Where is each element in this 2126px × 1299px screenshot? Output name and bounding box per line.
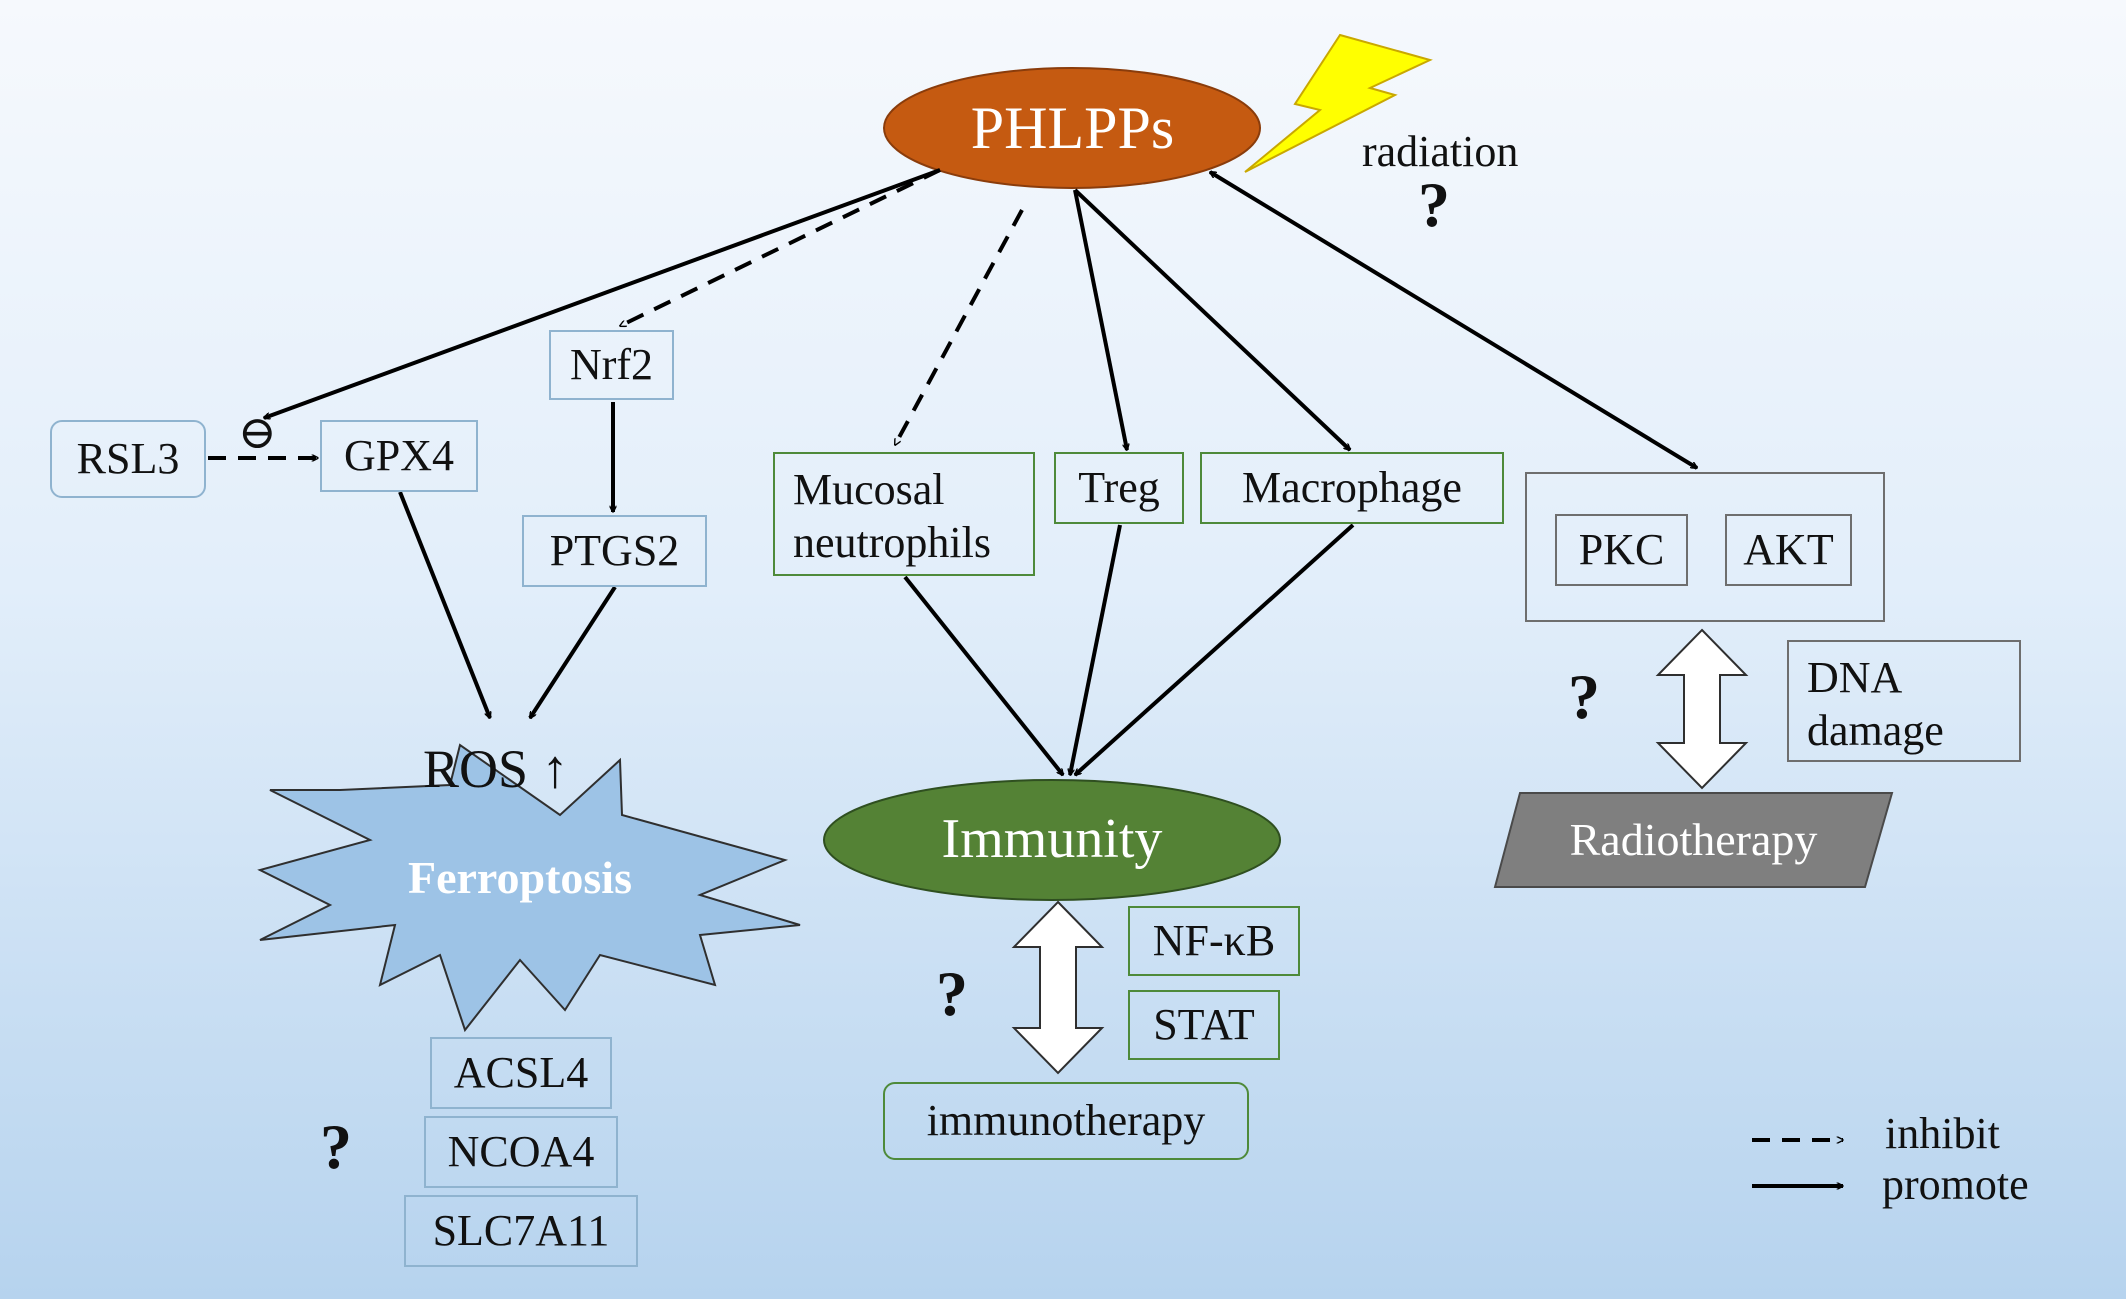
immunotherapy-box: immunotherapy: [883, 1082, 1249, 1160]
ros-label: ROS ↑: [423, 739, 569, 799]
arrow-gpx4-ros: [398, 491, 492, 718]
double-arrow-akt-radiotherapy: [1655, 628, 1749, 790]
question-mark-radiotherapy: ?: [1568, 661, 1600, 732]
arrow-ptgs2-ros: [528, 585, 617, 718]
ferroptosis-label: Ferroptosis: [407, 851, 632, 903]
arrow-phlpps-gpx4: [264, 168, 941, 420]
lightning-bolt-icon: [1244, 33, 1433, 173]
mucosal-neutrophils-line1: Mucosal: [793, 465, 945, 514]
mucosal-neutrophils-line2: neutrophils: [793, 517, 991, 567]
radiotherapy-node: [1493, 792, 1894, 888]
double-arrow-immunity-immunotherapy: [1011, 900, 1105, 1075]
pkc-box: PKC: [1555, 514, 1688, 586]
nrf2-box: Nrf2: [549, 330, 674, 400]
radiation-label: radiation: [1362, 127, 1519, 176]
dna-damage-line1: DNA: [1807, 653, 1903, 702]
rsl3-box: RSL3: [50, 420, 206, 498]
slc7a11-box: SLC7A11: [404, 1195, 638, 1267]
dna-damage-box: DNA damage: [1787, 640, 2021, 762]
arrow-phlpps-mucosal: [893, 209, 1024, 445]
treg-box: Treg: [1054, 452, 1184, 524]
nfkb-box: NF-κB: [1128, 906, 1300, 976]
arrow-phlpps-treg: [1073, 189, 1127, 450]
starburst-icon: [257, 743, 801, 1033]
acsl4-box: ACSL4: [430, 1037, 612, 1109]
radiotherapy-label: Radiotherapy: [1569, 814, 1818, 866]
question-mark-ferroptosis: ?: [320, 1111, 352, 1182]
question-mark-immunity: ?: [936, 958, 968, 1029]
mucosal-neutrophils-box: Mucosal neutrophils: [773, 452, 1035, 576]
ptgs2-box: PTGS2: [522, 515, 707, 587]
dna-damage-line2: damage: [1807, 705, 1944, 755]
macrophage-box: Macrophage: [1200, 452, 1504, 524]
immunity-label: Immunity: [941, 808, 1163, 871]
legend-promote-label: promote: [1882, 1160, 2029, 1209]
akt-box: AKT: [1725, 514, 1852, 586]
arrow-macrophage-immunity: [1075, 523, 1355, 775]
immunity-node: [823, 779, 1281, 901]
stat-box: STAT: [1128, 990, 1280, 1060]
phlpps-node: [883, 67, 1261, 189]
ncoa4-box: NCOA4: [424, 1116, 618, 1188]
question-mark-radiation: ?: [1418, 169, 1450, 240]
gpx4-box: GPX4: [320, 420, 478, 492]
arrow-phlpps-pkc-akt: [1210, 170, 1697, 470]
arrow-treg-immunity: [1070, 524, 1122, 775]
inhibit-symbol-icon: ⊖: [238, 407, 277, 458]
phlpps-label: PHLPPs: [970, 95, 1175, 161]
kinase-group-box: [1525, 472, 1885, 622]
arrow-mucosal-immunity: [903, 575, 1065, 775]
legend-inhibit-label: inhibit: [1885, 1109, 2000, 1158]
